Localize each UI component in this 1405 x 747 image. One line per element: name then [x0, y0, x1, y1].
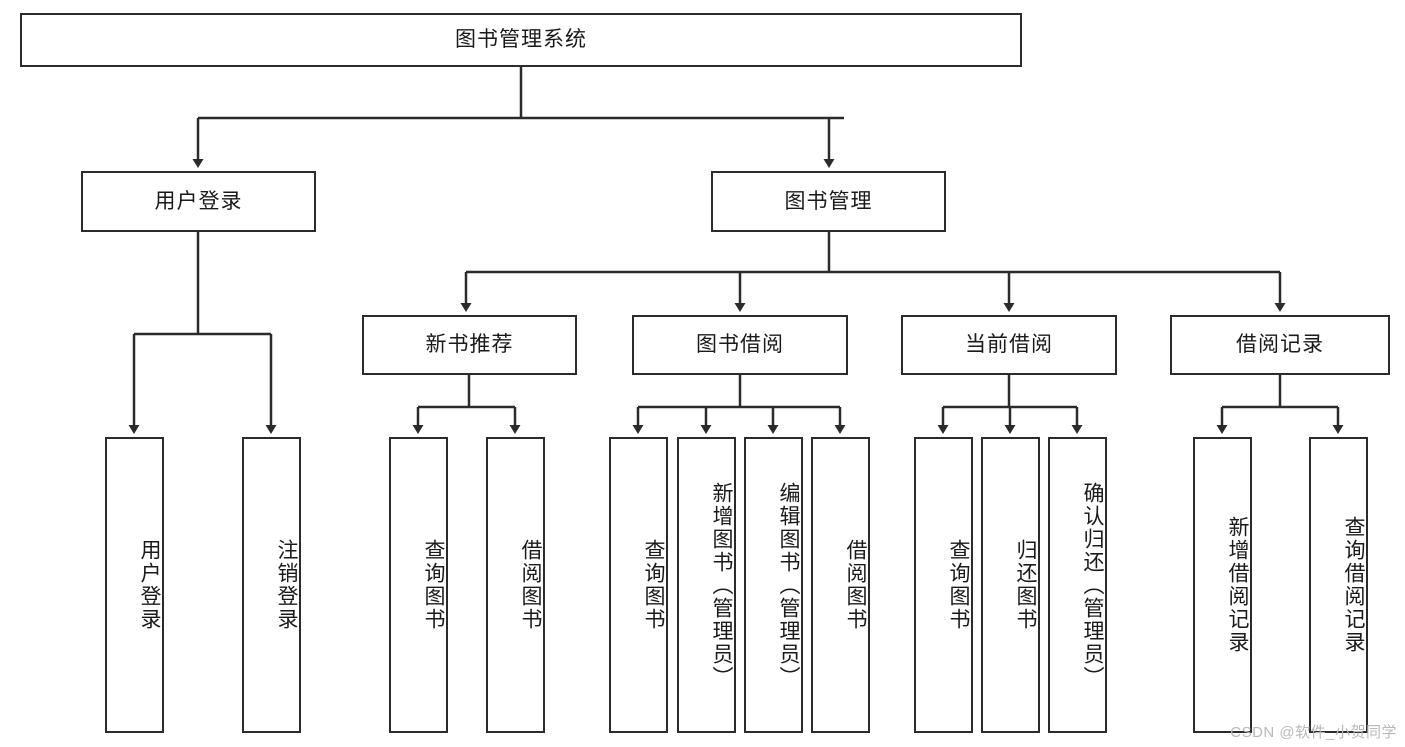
leaf-current-confirm-return-admin[interactable]: 确认归还（管理员）: [1048, 437, 1107, 733]
leaf-label: 借阅图书: [844, 539, 867, 631]
node-borrow-record[interactable]: 借阅记录: [1170, 315, 1390, 375]
node-book-management[interactable]: 图书管理: [711, 171, 946, 232]
node-book-borrow[interactable]: 图书借阅: [632, 315, 848, 375]
leaf-user-login-logout[interactable]: 注销登录: [242, 437, 301, 733]
watermark: CSDN @软件_小贺同学: [1230, 724, 1397, 741]
leaf-borrow-borrow-book[interactable]: 借阅图书: [811, 437, 870, 733]
leaf-label: 查询图书: [642, 539, 665, 631]
leaf-borrow-add-book-admin[interactable]: 新增图书（管理员）: [677, 437, 736, 733]
node-root-system[interactable]: 图书管理系统: [20, 13, 1022, 67]
leaf-borrow-query-book[interactable]: 查询图书: [609, 437, 668, 733]
leaf-label: 注销登录: [275, 539, 298, 631]
leaf-new-book-query[interactable]: 查询图书: [389, 437, 448, 733]
leaf-label: 编辑图书（管理员）: [777, 481, 800, 689]
leaf-current-query-book[interactable]: 查询图书: [914, 437, 973, 733]
leaf-label: 归还图书: [1014, 539, 1037, 631]
leaf-label: 新增借阅记录: [1226, 516, 1249, 654]
leaf-current-return-book[interactable]: 归还图书: [981, 437, 1040, 733]
node-current-borrow[interactable]: 当前借阅: [901, 315, 1117, 375]
leaf-new-book-borrow[interactable]: 借阅图书: [486, 437, 545, 733]
leaf-label: 借阅图书: [519, 539, 542, 631]
leaf-label: 确认归还（管理员）: [1081, 481, 1104, 689]
leaf-label: 查询图书: [947, 539, 970, 631]
leaf-user-login-login[interactable]: 用户登录: [105, 437, 164, 733]
leaf-borrow-edit-book-admin[interactable]: 编辑图书（管理员）: [744, 437, 803, 733]
leaf-label: 用户登录: [138, 539, 161, 631]
leaf-label: 查询图书: [422, 539, 445, 631]
leaf-record-query-record[interactable]: 查询借阅记录: [1309, 437, 1368, 733]
leaf-label: 查询借阅记录: [1342, 516, 1365, 654]
leaf-record-add-record[interactable]: 新增借阅记录: [1193, 437, 1252, 733]
node-new-book-recommend[interactable]: 新书推荐: [362, 315, 577, 375]
leaf-label: 新增图书（管理员）: [710, 481, 733, 689]
node-user-login[interactable]: 用户登录: [81, 171, 316, 232]
